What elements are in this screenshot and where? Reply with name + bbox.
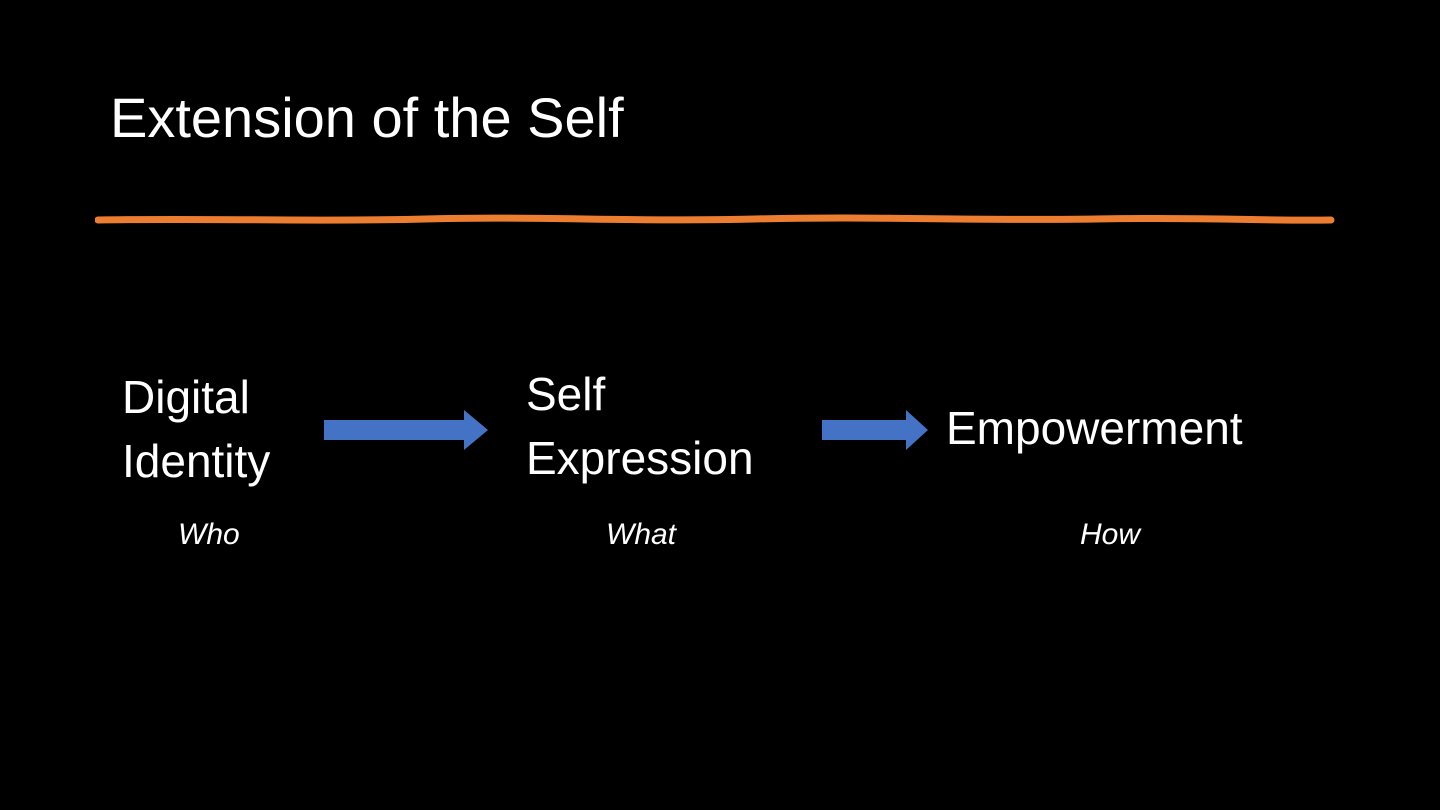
right-arrow-icon <box>822 410 928 450</box>
step-digital-identity: Digital Identity <box>122 365 270 493</box>
step-self-expression: Self Expression <box>526 362 754 490</box>
caption-how: How <box>1080 518 1141 551</box>
caption-what: What <box>606 518 677 551</box>
caption-who: Who <box>178 518 240 551</box>
step-empowerment-line1: Empowerment <box>946 402 1243 454</box>
slide-title: Extension of the Self <box>110 86 624 149</box>
right-arrow-icon <box>324 410 488 450</box>
step-digital-identity-line2: Identity <box>122 435 271 487</box>
step-self-expression-line2: Expression <box>526 432 754 484</box>
step-self-expression-line1: Self <box>526 368 606 420</box>
step-empowerment: Empowerment <box>946 396 1243 460</box>
title-underline <box>95 214 1335 224</box>
step-digital-identity-line1: Digital <box>122 371 250 423</box>
